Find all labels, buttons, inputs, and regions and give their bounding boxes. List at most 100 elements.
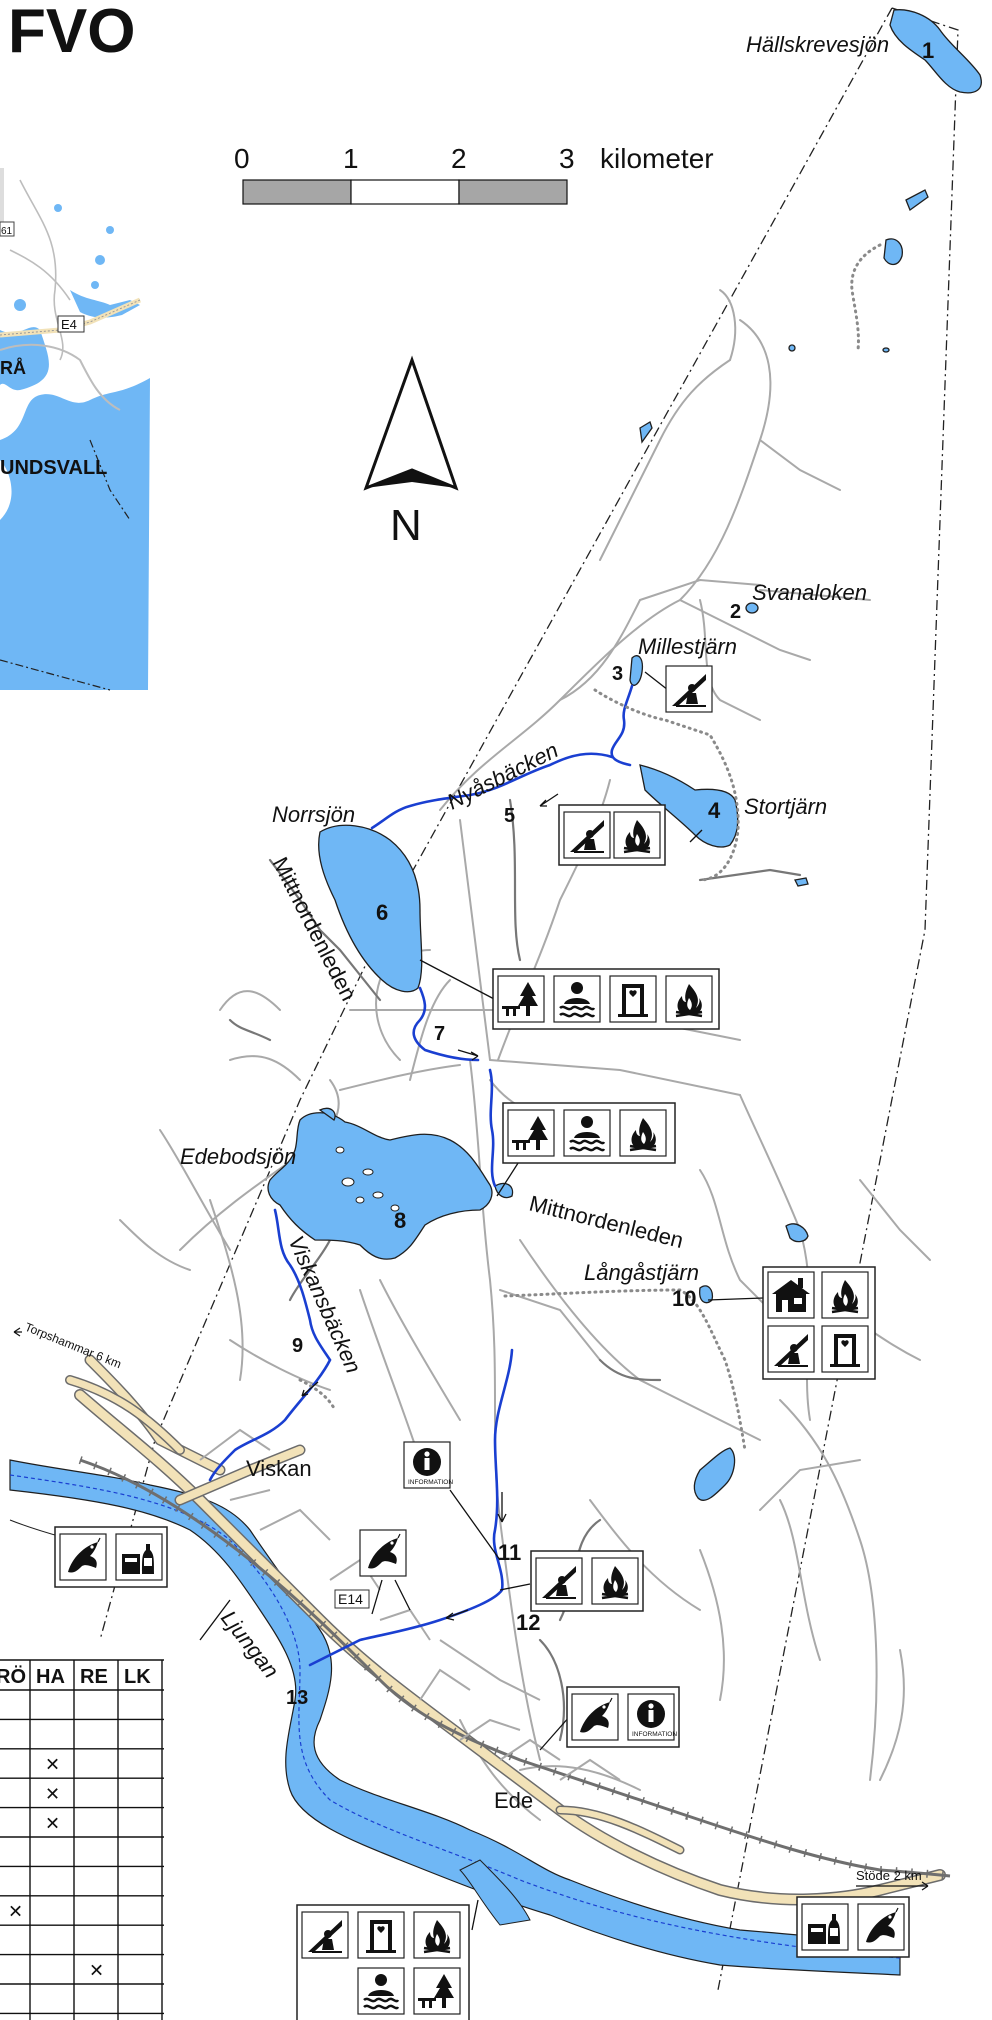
info-label-ede: INFORMATION — [632, 1731, 677, 1738]
shelter-icon — [767, 1325, 815, 1373]
railway — [78, 1456, 951, 1880]
lake-4-num: 4 — [708, 798, 721, 823]
stream-viskansbacken — [208, 1208, 332, 1482]
facility-box-viskan — [54, 1526, 168, 1588]
stream-nyasbacken — [370, 752, 614, 830]
facility-box-ljungan-bottom — [296, 1904, 470, 2020]
place-ede: Ede — [494, 1788, 533, 1813]
stream-11-num: 11 — [498, 1540, 521, 1565]
stream-12-num: 12 — [516, 1610, 540, 1635]
lake-6-name: Norrsjön — [272, 802, 355, 827]
table-header-ro: RÖ — [0, 1665, 26, 1688]
lake-svanaloken — [745, 602, 759, 614]
lake-8-name: Edebodsjön — [180, 1144, 296, 1169]
table-cell-mark: ✕ — [45, 1813, 60, 1834]
road-torpshammar: Torpshammar 6 km — [23, 1320, 123, 1371]
map-labels: Hällskrevesjön 1 Svanaloken 2 Millestjär… — [13, 32, 934, 1891]
campfire-icon — [664, 974, 714, 1024]
shelter-icon — [563, 811, 611, 859]
facility-info-stream-11: INFORMATION — [403, 1441, 453, 1489]
facility-box-norrsjon — [492, 968, 720, 1030]
swimming-icon — [356, 1966, 406, 2016]
overview-inset: 61 E4 RÅ UNDSVALL — [0, 160, 150, 696]
campfire-icon — [612, 810, 662, 860]
stream-norrsjon-edebodsjon — [488, 1068, 497, 1188]
fishing-icon — [359, 1529, 407, 1577]
table-header-ha: HA — [36, 1666, 65, 1688]
info-label: INFORMATION — [408, 1479, 453, 1486]
toilet-icon — [357, 1911, 405, 1959]
lake-millestjarn — [629, 655, 644, 686]
scale-tick-2: 2 — [451, 143, 467, 174]
campfire-icon — [590, 1556, 640, 1606]
shelter-icon — [665, 665, 713, 713]
picnic-table-icon — [507, 1109, 555, 1157]
swimming-icon — [562, 1108, 612, 1158]
main-road-e14 — [65, 1354, 946, 1906]
streams — [208, 684, 634, 1667]
table-cell-mark: ✕ — [8, 1902, 23, 1923]
lake-3-num: 3 — [612, 663, 623, 685]
picnic-table-icon — [497, 975, 545, 1023]
shop-icon — [801, 1903, 849, 1951]
cabin-icon — [767, 1271, 815, 1319]
trail-label-lower: Mittnordenleden — [527, 1191, 686, 1253]
inset-e4-label: E4 — [61, 317, 77, 332]
lake-lower-small — [693, 1447, 736, 1501]
scale-bar: 0 1 2 3 kilometer — [234, 143, 714, 205]
facility-box-ede: INFORMATION — [566, 1686, 680, 1748]
swimming-icon — [552, 974, 602, 1024]
scale-tick-0: 0 — [234, 143, 250, 174]
lake-small-a — [905, 189, 929, 212]
campfire-icon — [412, 1910, 462, 1960]
trail-mittnordenleden — [298, 243, 882, 1452]
lake-3-name: Millestjärn — [638, 634, 737, 659]
north-arrow: N — [363, 355, 459, 550]
fishing-icon — [857, 1903, 905, 1951]
lake-2-name: Svanaloken — [752, 580, 867, 605]
campfire-icon — [618, 1108, 668, 1158]
stream-7 — [412, 986, 480, 1062]
stream-millestjarn-outlet — [610, 684, 634, 767]
facility-box-millestjarn — [665, 665, 713, 713]
table-header-lk: LK — [124, 1666, 151, 1688]
lake-stortjarn — [639, 764, 739, 848]
facility-box-stode — [796, 1896, 910, 1958]
stream-7-num: 7 — [434, 1023, 445, 1045]
lake-1-name: Hällskrevesjön — [746, 32, 889, 57]
fish-species-table: RÖ HA RE LK ✕✕✕✕✕ — [0, 1659, 164, 2020]
lake-10-name: Långåstjärn — [584, 1260, 699, 1285]
table-cell-mark: ✕ — [45, 1784, 60, 1805]
inset-e4-shield — [57, 315, 85, 333]
stream-9-num: 9 — [292, 1335, 303, 1357]
place-viskan: Viskan — [246, 1456, 312, 1481]
fishing-icon — [571, 1693, 619, 1741]
lake-hallskrevesjon — [889, 9, 982, 94]
toilet-icon — [609, 975, 657, 1023]
scale-tick-1: 1 — [343, 143, 359, 174]
lake-8-num: 8 — [394, 1208, 406, 1233]
lake-small-b — [883, 238, 903, 266]
campfire-icon — [820, 1270, 870, 1320]
e14-label: E14 — [338, 1591, 363, 1607]
lake-2-num: 2 — [730, 601, 741, 623]
lake-4-name: Stortjärn — [744, 794, 827, 819]
lakes — [267, 9, 982, 1501]
facility-box-stortjarn — [558, 804, 666, 866]
road-stode: Stöde 2 km — [856, 1868, 922, 1883]
lake-edebodsjon — [267, 1112, 493, 1260]
picnic-table-icon — [413, 1967, 461, 2015]
facility-box-stream-12 — [530, 1550, 644, 1612]
inset-town-fragment: RÅ — [0, 358, 26, 378]
stream-5-num: 5 — [504, 805, 515, 827]
stream-13-num: 13 — [286, 1687, 308, 1709]
table-header-re: RE — [80, 1666, 108, 1688]
lake-norrsjon — [318, 824, 423, 993]
stream-11-12 — [308, 1348, 514, 1667]
scale-tick-3: 3 — [559, 143, 575, 174]
lake-6-num: 6 — [376, 900, 388, 925]
table-cell-mark: ✕ — [89, 1960, 104, 1981]
north-label: N — [390, 501, 422, 550]
scale-unit: kilometer — [600, 143, 714, 174]
